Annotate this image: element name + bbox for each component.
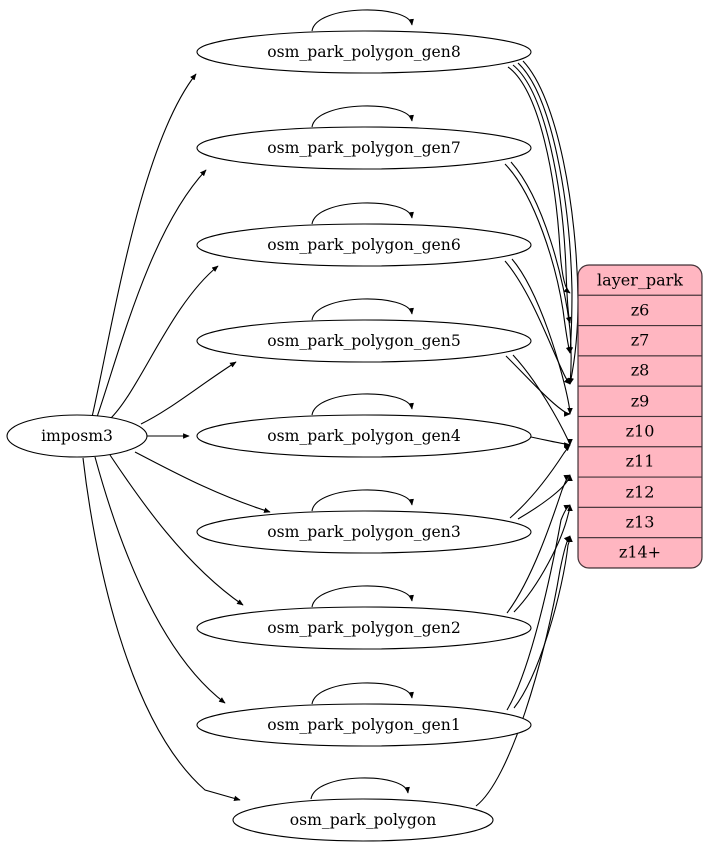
table-row-z9[interactable] (578, 385, 702, 418)
table-row-label-z13: z13 (626, 513, 655, 532)
node-label-gen1: osm_park_polygon_gen1 (267, 716, 461, 734)
self-loop-gen3 (311, 489, 414, 512)
self-loop-gen5 (311, 298, 414, 321)
self-loop-edges (310, 9, 414, 800)
table-row-label-z14plus: z14+ (619, 543, 661, 562)
edge-imposm3-to-polygon (82, 457, 241, 802)
edge-imposm3-to-gen7 (96, 169, 207, 418)
node-osm-park-polygon[interactable]: osm_park_polygon (232, 798, 494, 842)
edge-polygon-to-z14plus (475, 535, 571, 807)
ellipse-nodes: imposm3 osm_park_polygon_gen8 osm_park_p… (6, 30, 532, 842)
edge-gen7-to-z9 (510, 161, 574, 385)
node-label-gen7: osm_park_polygon_gen7 (267, 139, 461, 157)
edge-gen8-to-z9 (522, 60, 579, 385)
edge-imposm3-to-gen5 (140, 361, 237, 425)
table-row-z14plus[interactable] (578, 537, 702, 568)
node-label-gen8: osm_park_polygon_gen8 (267, 43, 461, 61)
node-imposm3-label: imposm3 (41, 427, 113, 445)
table-row-z11[interactable] (578, 446, 702, 478)
table-border (577, 264, 703, 569)
table-row-label-z10: z10 (626, 422, 655, 441)
self-loop-gen4 (311, 393, 414, 416)
edge-gen8-to-z7 (512, 64, 572, 324)
table-row-label-z11: z11 (626, 452, 655, 471)
node-osm-park-polygon-gen6[interactable]: osm_park_polygon_gen6 (196, 223, 532, 267)
edge-gen8-to-z6 (507, 66, 571, 294)
table-row-z13[interactable] (578, 506, 702, 539)
node-label-gen5: osm_park_polygon_gen5 (267, 332, 461, 350)
edge-gen2-to-z12 (506, 474, 571, 614)
table-row-label-z6: z6 (631, 301, 650, 320)
edge-gen2-to-z13 (513, 504, 573, 613)
node-osm-park-polygon-gen1[interactable]: osm_park_polygon_gen1 (196, 703, 532, 747)
node-osm-park-polygon-gen2[interactable]: osm_park_polygon_gen2 (196, 606, 532, 650)
edge-imposm3-to-gen8 (91, 73, 197, 418)
node-osm-park-polygon-gen5[interactable]: osm_park_polygon_gen5 (196, 319, 532, 363)
self-loop-gen2 (311, 585, 414, 608)
node-osm-park-polygon-gen8[interactable]: osm_park_polygon_gen8 (196, 30, 532, 74)
node-label-polygon: osm_park_polygon (290, 811, 437, 829)
table-row-z6[interactable] (578, 294, 702, 327)
node-imposm3[interactable]: imposm3 (6, 414, 148, 458)
table-row-label-z8: z8 (631, 361, 650, 380)
node-osm-park-polygon-gen4[interactable]: osm_park_polygon_gen4 (196, 414, 532, 458)
node-osm-park-polygon-gen3[interactable]: osm_park_polygon_gen3 (196, 510, 532, 554)
table-row-z8[interactable] (578, 355, 702, 387)
node-label-gen4: osm_park_polygon_gen4 (267, 427, 461, 445)
self-loop-gen7 (311, 105, 414, 128)
self-loop-polygon (310, 777, 410, 800)
node-label-gen3: osm_park_polygon_gen3 (267, 523, 461, 541)
table-header-label: layer_park (597, 271, 683, 290)
self-loop-gen1 (311, 682, 414, 705)
edge-gen8-to-z8 (517, 62, 574, 354)
edge-gen5-to-z10 (505, 355, 571, 417)
edge-imposm3-to-gen6 (109, 265, 219, 420)
table-row-label-z7: z7 (631, 331, 650, 350)
table-row-label-z9: z9 (631, 392, 650, 411)
table-row-label-z12: z12 (626, 483, 655, 502)
edge-gen1-to-z13 (506, 504, 571, 711)
node-osm-park-polygon-gen7[interactable]: osm_park_polygon_gen7 (196, 126, 532, 170)
layer-park-table: layer_park z6 z7 z8 z9 z10 z11 z12 z13 z… (577, 264, 703, 569)
edge-gen7-to-z8 (504, 163, 572, 354)
table-row-z7[interactable] (578, 325, 702, 357)
self-loop-gen8 (311, 9, 414, 32)
edge-imposm3-to-gen2 (109, 454, 244, 606)
node-label-gen2: osm_park_polygon_gen2 (267, 619, 461, 637)
edges-to-layer-park (475, 60, 579, 807)
edge-gen4-to-z11 (530, 436, 571, 448)
edge-imposm3-to-gen1 (94, 456, 226, 704)
node-label-gen6: osm_park_polygon_gen6 (267, 236, 461, 254)
edges-from-imposm3 (82, 73, 271, 802)
edge-imposm3-to-gen3 (134, 451, 271, 513)
edge-gen3-to-z11 (509, 444, 571, 519)
self-loop-gen6 (311, 202, 414, 225)
